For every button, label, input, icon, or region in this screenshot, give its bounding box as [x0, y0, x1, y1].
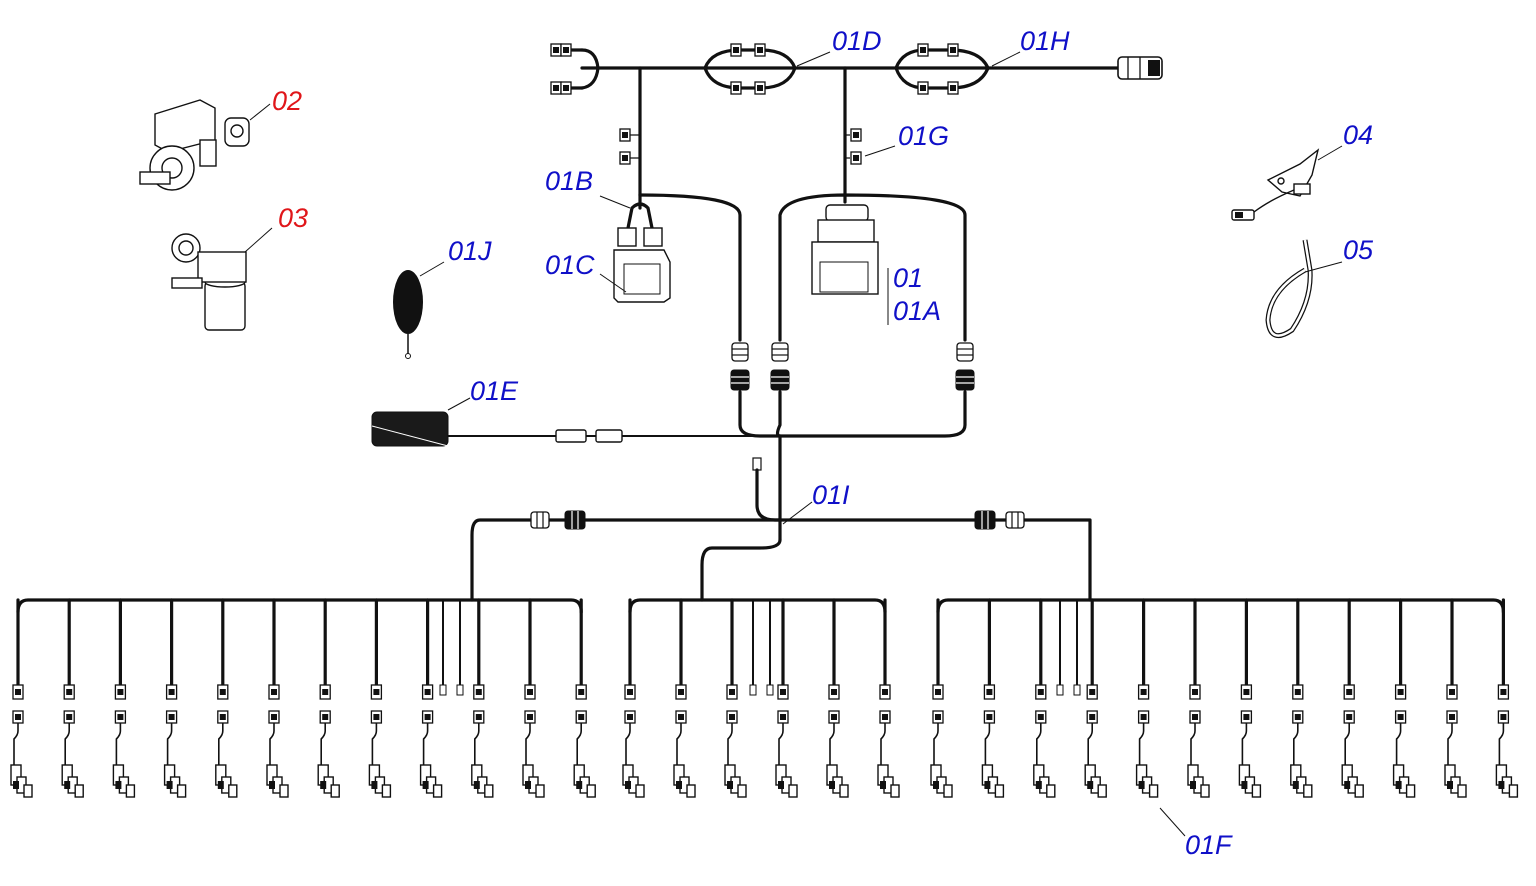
sensor-connector — [1187, 684, 1210, 798]
sensor-connector — [1495, 684, 1519, 798]
sensor-connector — [10, 684, 33, 798]
sensor-connector — [163, 684, 187, 798]
sensor-connector — [215, 684, 238, 798]
branch-bus — [16, 598, 583, 614]
aux-plug — [456, 684, 464, 696]
sensor-connector — [826, 684, 849, 798]
display-unit-01e — [371, 411, 781, 447]
branch-bus — [628, 598, 887, 614]
sensor-connector — [1238, 684, 1262, 798]
sensor-connector — [317, 684, 341, 798]
sensor-branch-rows — [10, 598, 1519, 798]
label-01g: 01G — [898, 121, 950, 151]
label-01i: 01I — [812, 480, 850, 510]
sensor-connector — [368, 684, 392, 798]
label-01b: 01B — [545, 166, 594, 196]
sensor-connector — [622, 684, 645, 798]
label-01h: 01H — [1020, 26, 1070, 56]
sensor-connector — [1341, 684, 1364, 798]
label-01f: 01F — [1185, 830, 1232, 860]
sensor-bracket-04 — [1231, 145, 1343, 221]
label-02: 02 — [272, 86, 303, 116]
aux-plug — [439, 684, 447, 696]
sensor-connector — [573, 684, 597, 798]
item-01j — [393, 270, 423, 359]
sensor-connector — [877, 684, 900, 798]
cable-tie-05 — [1265, 239, 1343, 339]
sensor-connector — [981, 684, 1005, 798]
label-05: 05 — [1343, 235, 1374, 265]
top-harness — [550, 43, 1163, 197]
sensor-connector — [266, 684, 289, 798]
sensor-connector — [673, 684, 696, 798]
junction-01i — [470, 457, 1092, 602]
label-01c: 01C — [545, 250, 595, 280]
control-module-01c — [613, 193, 742, 342]
label-leaders — [419, 51, 1186, 837]
sensor-connector — [419, 684, 443, 798]
sensor-connector — [724, 684, 747, 798]
hydraulic-valve-02 — [139, 99, 271, 191]
sensor-connector — [1135, 684, 1159, 798]
aux-plug — [766, 684, 774, 696]
label-01: 01 — [893, 263, 924, 293]
aux-plug — [1073, 684, 1081, 696]
filter-03 — [171, 227, 273, 331]
control-module-01 — [778, 193, 967, 342]
label-01a: 01A — [893, 296, 942, 326]
label-03: 03 — [278, 203, 309, 233]
branch-bus — [936, 598, 1505, 614]
sensor-connector — [1444, 684, 1467, 798]
label-01d: 01D — [832, 26, 882, 56]
sensor-connector — [1392, 684, 1416, 798]
label-01j: 01J — [448, 236, 492, 266]
sensor-connector — [1084, 684, 1107, 798]
label-04: 04 — [1343, 120, 1374, 150]
label-01e: 01E — [470, 376, 519, 406]
sensor-connector — [522, 684, 545, 798]
mid-connectors — [730, 342, 975, 542]
sensor-connector — [1290, 684, 1313, 798]
aux-plug — [749, 684, 757, 696]
sensor-connector — [1033, 684, 1056, 798]
sensor-connector — [61, 684, 84, 798]
sensor-connector — [775, 684, 798, 798]
aux-plug — [1056, 684, 1064, 696]
sensor-connector — [470, 684, 494, 798]
sensor-connector — [112, 684, 136, 798]
sensor-connector — [930, 684, 953, 798]
